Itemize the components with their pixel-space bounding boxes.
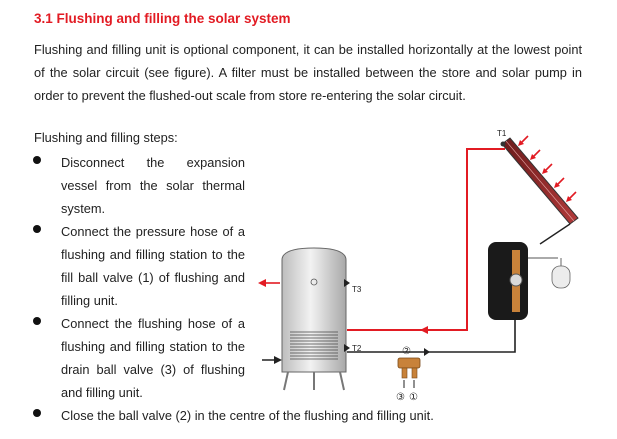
flushing-filling-unit	[397, 357, 421, 388]
bullet-3	[32, 316, 42, 326]
inlet-arrow	[274, 356, 282, 364]
solar-pump-station	[488, 242, 558, 320]
valve-3-label: ③	[396, 392, 405, 403]
step-2: Connect the pressure hose of a flushing …	[61, 224, 245, 308]
hot-flow-line	[347, 148, 505, 331]
expansion-vessel	[551, 258, 571, 289]
sensor-t2-label: T2	[352, 344, 362, 353]
bullet-4	[32, 408, 42, 418]
step-1: Disconnect the expansion vessel from the…	[61, 155, 245, 216]
solar-system-diagram: T1 T3 T2	[258, 129, 579, 403]
bullet-1	[32, 155, 42, 165]
outlet-arrow	[258, 279, 266, 287]
sensor-t1-label: T1	[497, 129, 507, 138]
steps-heading: Flushing and filling steps:	[34, 130, 178, 145]
step-3: Connect the flushing hose of a flushing …	[61, 316, 245, 400]
storage-tank	[281, 247, 347, 391]
solar-collector	[500, 137, 579, 225]
valve-2-label: ②	[402, 346, 411, 357]
sensor-t3-label: T3	[352, 285, 362, 294]
bullet-2	[32, 224, 42, 234]
flow-arrow-left	[420, 326, 428, 334]
section-title: 3.1 Flushing and filling the solar syste…	[34, 11, 291, 26]
step-4: Close the ball valve (2) in the centre o…	[61, 408, 434, 423]
valve-1-label: ①	[409, 392, 418, 403]
heat-exchanger-coil	[290, 331, 338, 360]
intro-paragraph: Flushing and filling unit is optional co…	[34, 42, 582, 103]
